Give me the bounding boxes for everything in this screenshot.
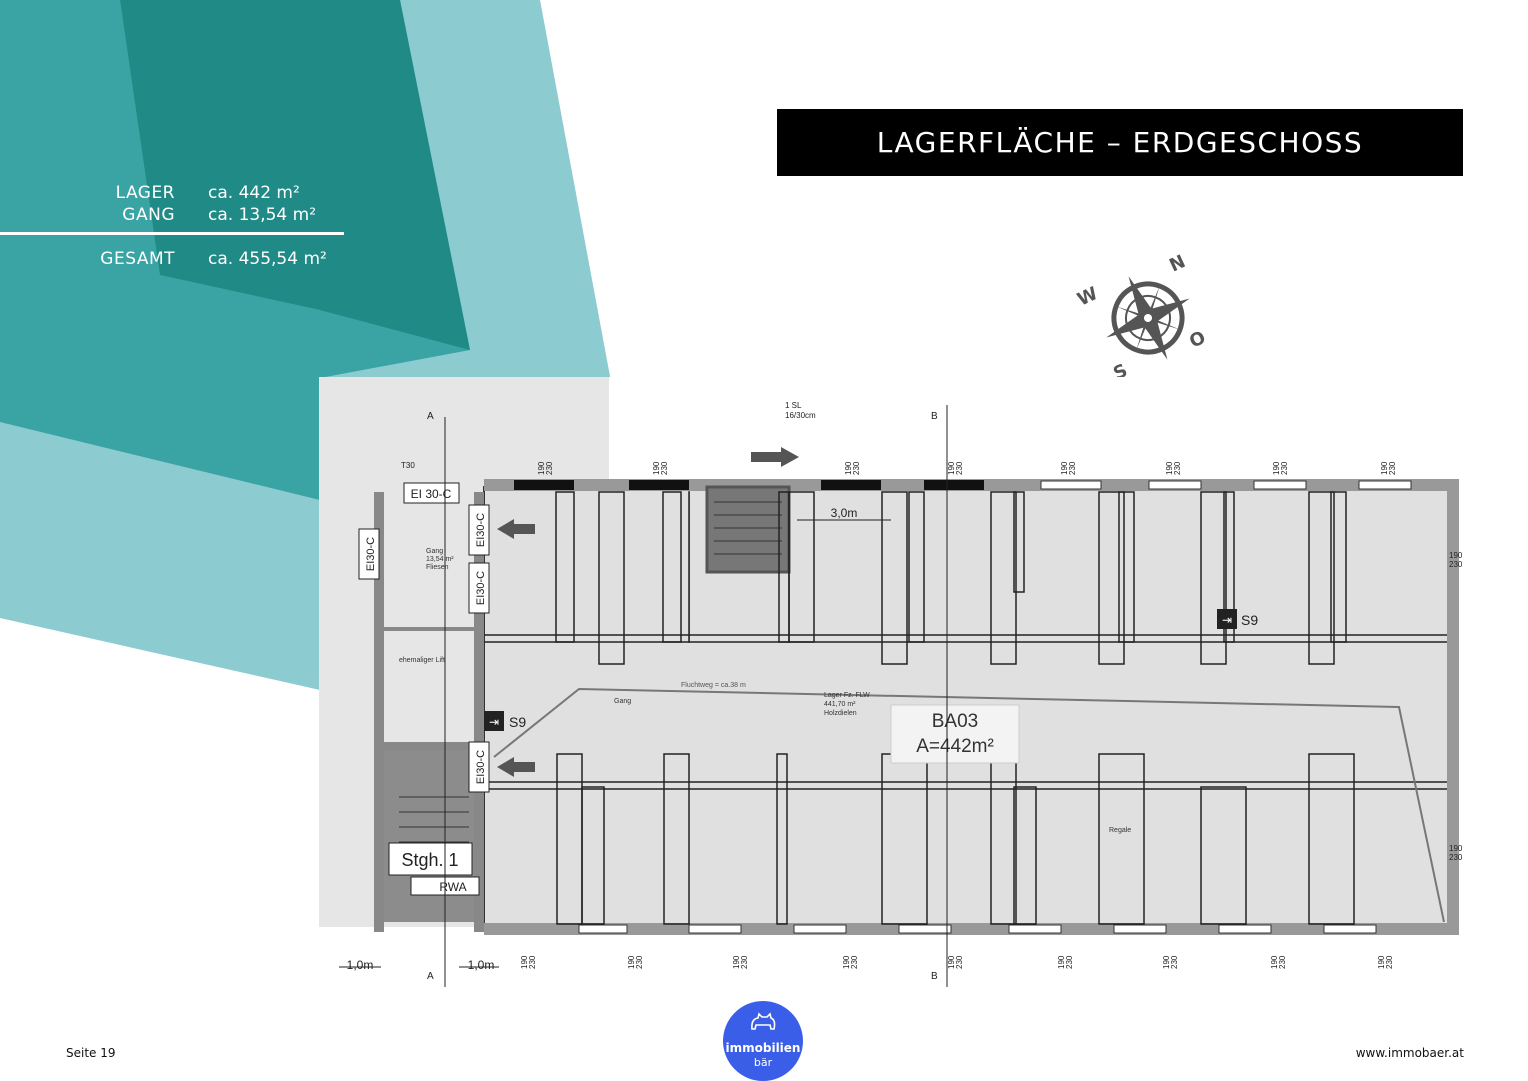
window-dim-bottom: 230 <box>1170 955 1179 969</box>
window-dim-bottom: 230 <box>660 461 669 475</box>
exit-sign-2: S9 <box>1241 612 1258 628</box>
svg-text:⇥: ⇥ <box>489 715 499 729</box>
room-code: BA03 <box>932 711 978 732</box>
window-dim-bottom: 230 <box>1388 461 1397 475</box>
window-dim-bottom: 230 <box>545 461 554 475</box>
stair-label: Stgh. 1 <box>401 850 458 870</box>
area-value: ca. 13,54 m² <box>208 205 316 225</box>
rwa-label: RWA <box>439 880 466 894</box>
lift-label: ehemaliger Lift <box>399 657 445 664</box>
window-dim-right: 190 <box>1449 551 1463 560</box>
immobilien-baer-logo: immobilien bär <box>723 1001 803 1081</box>
door-label-left: EI30-C <box>365 537 377 571</box>
section-mark-a-top: A <box>427 411 434 422</box>
gang-small: Gang <box>614 698 631 705</box>
door-label-top: EI 30-C <box>411 487 452 501</box>
window-dim-right: 230 <box>1449 560 1463 569</box>
window-dim-bottom: 230 <box>740 955 749 969</box>
window-dim-bottom: 230 <box>1173 461 1182 475</box>
section-mark-bottom: B <box>931 971 938 982</box>
sl-label-1: 1 SL <box>785 401 802 410</box>
total-value: ca. 455,54 m² <box>208 249 327 269</box>
sl-label-2: 16/30cm <box>785 411 816 420</box>
bear-icon <box>749 1011 777 1035</box>
compass-w: W <box>1075 283 1101 310</box>
area-label: LAGER <box>116 183 175 203</box>
door-label-r1: EI30-C <box>475 513 487 547</box>
window-dim-bottom: 230 <box>852 461 861 475</box>
area-row-gang: GANG ca. 13,54 m² <box>0 205 345 227</box>
window-dim-bottom: 230 <box>1385 955 1394 969</box>
section-mark-a-bottom: A <box>427 971 434 982</box>
website-url: www.immobaer.at <box>1356 1046 1464 1060</box>
logo-line-1: immobilien <box>723 1041 803 1055</box>
t30-label: T30 <box>401 461 415 470</box>
lager-small-2: 441,70 m² <box>824 701 856 708</box>
window-dim-bottom: 230 <box>635 955 644 969</box>
lager-small-3: Holzdielen <box>824 710 857 717</box>
window-dim-bottom: 230 <box>1065 955 1074 969</box>
dim-1m-right: 1,0m <box>468 958 495 972</box>
floor-plan: BA03 A=442m² Lager Fz. FLW 441,70 m² Hol… <box>319 377 1467 997</box>
window-dim-bottom: 230 <box>955 461 964 475</box>
door-label-r2: EI30-C <box>475 571 487 605</box>
window-dim-right: 190 <box>1449 844 1463 853</box>
area-list: LAGER ca. 442 m² GANG ca. 13,54 m² <box>0 183 345 227</box>
fluchtweg-label: Fluchtweg = ca.38 m <box>681 682 746 689</box>
room-area: A=442m² <box>916 736 994 757</box>
area-value: ca. 442 m² <box>208 183 300 203</box>
window-dim-bottom: 230 <box>1280 461 1289 475</box>
compass-n: N <box>1166 251 1189 276</box>
page-number: Seite 19 <box>66 1046 116 1060</box>
dim-3m: 3,0m <box>831 506 858 520</box>
gang-label-1: Gang <box>426 548 443 555</box>
section-mark-top: B <box>931 411 938 422</box>
area-row-lager: LAGER ca. 442 m² <box>0 183 345 205</box>
window-dim-right: 230 <box>1449 853 1463 862</box>
area-label: GANG <box>122 205 175 225</box>
window-dim-bottom: 230 <box>528 955 537 969</box>
compass-o: O <box>1186 327 1209 353</box>
area-divider <box>0 232 344 235</box>
window-dim-bottom: 230 <box>850 955 859 969</box>
dim-1m-left: 1,0m <box>347 958 374 972</box>
door-label-r3: EI30-C <box>475 750 487 784</box>
window-dim-bottom: 230 <box>1278 955 1287 969</box>
lager-small-1: Lager Fz. FLW <box>824 692 870 699</box>
svg-text:⇥: ⇥ <box>1222 613 1232 627</box>
window-dim-bottom: 230 <box>1068 461 1077 475</box>
logo-line-2: bär <box>723 1056 803 1069</box>
total-label: GESAMT <box>100 249 175 269</box>
exit-sign-1: S9 <box>509 714 526 730</box>
gang-label-2: 13,54 m² <box>426 556 454 563</box>
regale-label: Regale <box>1109 827 1131 834</box>
page-title: LAGERFLÄCHE – ERDGESCHOSS <box>777 109 1463 176</box>
total-row: GESAMT ca. 455,54 m² <box>0 249 345 271</box>
window-dim-bottom: 230 <box>955 955 964 969</box>
compass-rose-icon: N O S W <box>1075 250 1225 390</box>
